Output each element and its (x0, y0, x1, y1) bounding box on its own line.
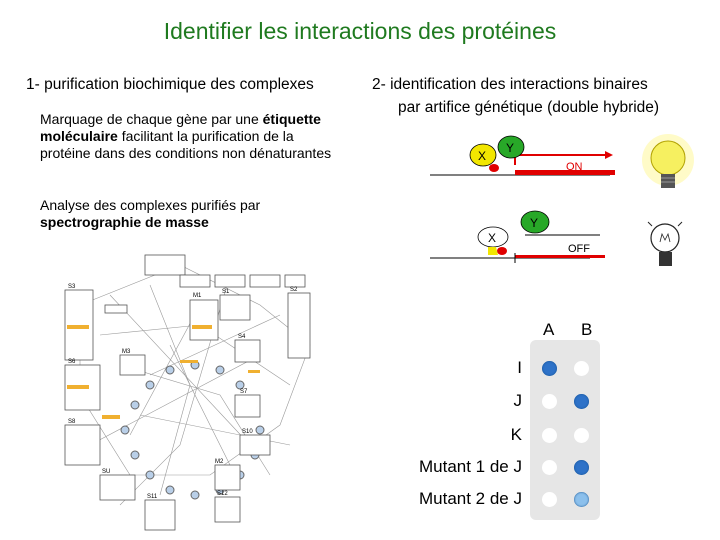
unlit-bulb-icon (648, 222, 682, 266)
binding-site-on (489, 164, 499, 172)
right-heading-line2: par artifice génétique (double hybride) (398, 99, 659, 117)
network-label: S3 (68, 284, 76, 290)
network-label: S11 (147, 494, 158, 500)
page-title: Identifier les interactions des protéine… (0, 18, 720, 45)
network-label: S7 (240, 389, 248, 395)
reporter-bar-on (515, 170, 615, 175)
lit-bulb-icon (642, 134, 694, 188)
network-label: M1 (193, 293, 202, 299)
off-construct: X Y OFF (430, 211, 605, 263)
tagging-paragraph: Marquage de chaque gène par une étiquett… (40, 111, 340, 162)
left-heading: 1- purification biochimique des complexe… (26, 76, 314, 94)
colony-spot-b (574, 361, 589, 376)
on-construct: X Y ON (430, 136, 615, 175)
colony-spot-b (574, 460, 589, 475)
right-heading-line1: 2- identification des interactions binai… (372, 76, 648, 94)
network-label: M2 (215, 459, 224, 465)
network-label: S12 (217, 491, 228, 497)
mass-spec-text-a: Analyse des complexes purifiés par (40, 197, 260, 213)
plate-row-label: J (514, 391, 523, 411)
colony-spot-b (574, 492, 589, 507)
yeast-plate (530, 340, 600, 520)
reporter-bar-off (515, 255, 605, 258)
network-label: SU (102, 469, 110, 475)
network-label: S8 (68, 419, 76, 425)
binding-site-off (497, 247, 507, 255)
plate-row-label: Mutant 1 de J (419, 457, 522, 477)
x-label-off: X (488, 231, 496, 245)
plate-row-label: Mutant 2 de J (419, 489, 522, 509)
plate-column-b: B (581, 320, 592, 340)
transcription-arrow-on (515, 155, 605, 165)
on-label: ON (566, 161, 583, 173)
tagging-text-a: Marquage de chaque gène par une (40, 111, 263, 127)
mass-spec-text-bold: spectrographie de masse (40, 214, 209, 230)
colony-spot-b (574, 394, 589, 409)
plate-row-label: I (517, 358, 522, 378)
colony-spot-a (542, 492, 557, 507)
network-label: S6 (68, 359, 76, 365)
protein-network-figure: S3 S1 S2 S4 S6 S7 S8 S10 SU S12 S11 M1 M… (60, 245, 330, 535)
y-label-off: Y (530, 216, 538, 230)
colony-spot-b (574, 428, 589, 443)
network-label: S1 (222, 289, 230, 295)
mass-spec-paragraph: Analyse des complexes purifiés par spect… (40, 197, 340, 231)
colony-spot-a (542, 428, 557, 443)
network-label: S10 (242, 429, 253, 435)
bulbs-figure (640, 130, 700, 280)
x-label-on: X (478, 149, 486, 163)
plate-column-a: A (543, 320, 554, 340)
plate-row-label: K (511, 425, 522, 445)
network-label: M3 (122, 349, 131, 355)
network-label: S4 (238, 334, 246, 340)
colony-spot-a (542, 394, 557, 409)
network-label: S2 (290, 287, 298, 293)
colony-spot-a (542, 460, 557, 475)
colony-spot-a (542, 361, 557, 376)
y-label-on: Y (506, 141, 514, 155)
off-label: OFF (568, 243, 590, 255)
